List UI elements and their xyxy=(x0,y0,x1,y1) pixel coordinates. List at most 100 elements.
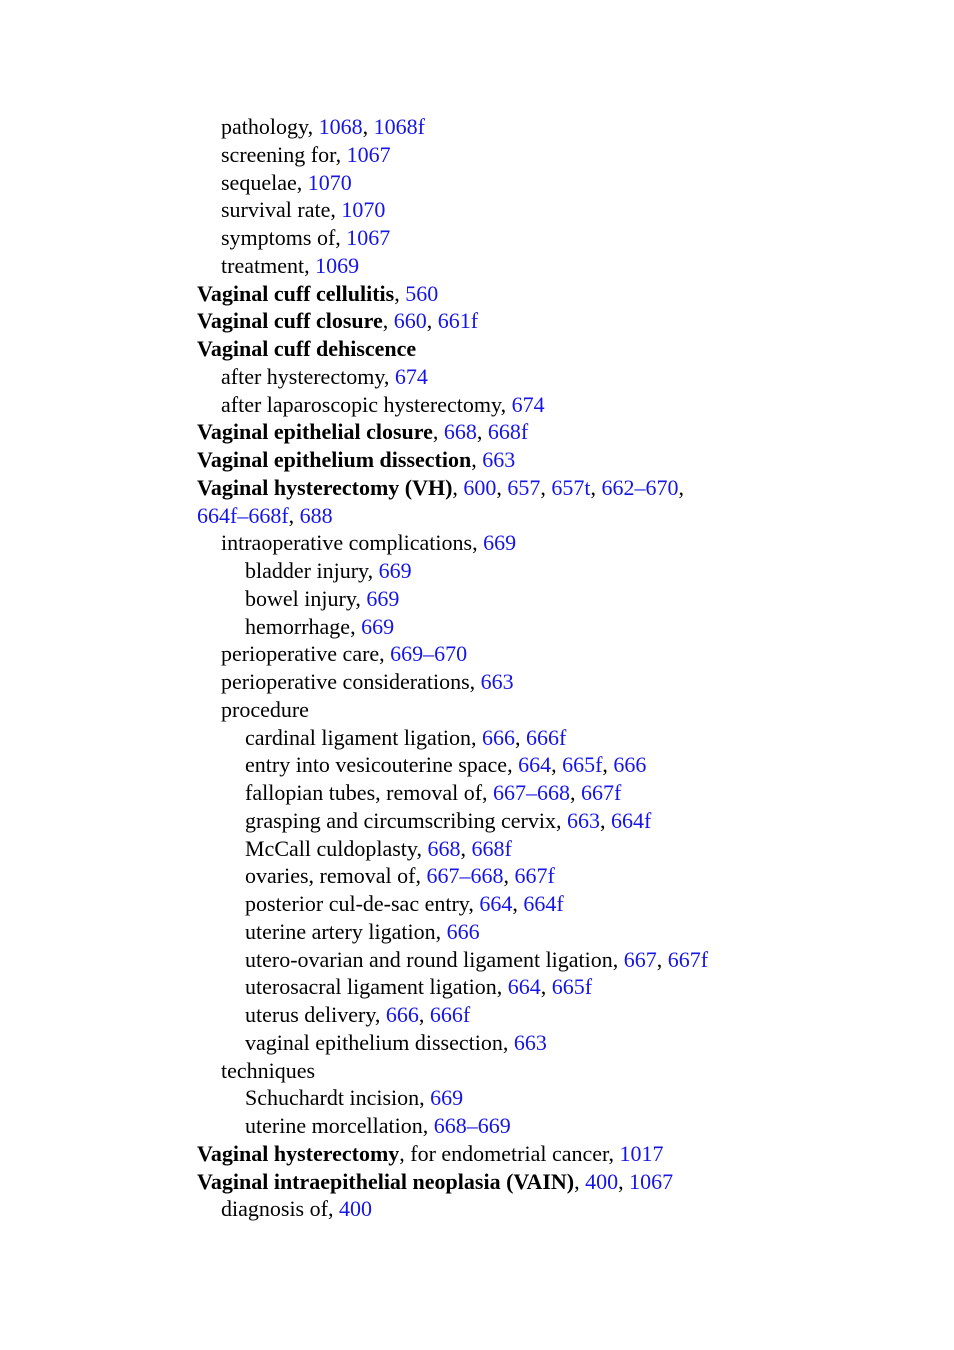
page-reference-link[interactable]: 688 xyxy=(299,502,333,528)
index-subterm: treatment xyxy=(221,252,305,278)
page-reference-link[interactable]: 669 xyxy=(483,530,517,556)
page-reference-link[interactable]: 666f xyxy=(526,724,567,750)
index-subterm: after hysterectomy xyxy=(221,363,384,389)
index-subterm: perioperative care xyxy=(221,641,380,667)
page-reference-link[interactable]: 668–669 xyxy=(433,1113,511,1138)
index-subterm: uterosacral ligament ligation xyxy=(245,974,497,1000)
index-subterm: ovaries, removal of xyxy=(245,863,416,889)
page-reference-link[interactable]: 560 xyxy=(405,280,439,306)
index-subterm: McCall culdoplasty xyxy=(245,835,417,861)
index-subentry: uterosacral ligament ligation, 664, 665f xyxy=(245,974,593,1000)
page-reference-link[interactable]: 674 xyxy=(511,391,545,417)
page-reference-link[interactable]: 666 xyxy=(385,1002,419,1027)
page-reference-link[interactable]: 666 xyxy=(482,724,516,750)
index-subterm: sequelae xyxy=(221,169,297,195)
page-reference-link[interactable]: 1067 xyxy=(346,141,391,167)
page-reference-link[interactable]: 667f xyxy=(667,946,709,972)
index-subentry: Schuchardt incision, 669 xyxy=(245,1085,464,1111)
page-reference-link[interactable]: 664f xyxy=(610,807,652,833)
page-reference-link[interactable]: 666 xyxy=(446,918,480,944)
page-reference-link[interactable]: 663 xyxy=(513,1029,547,1055)
index-subterm: grasping and circumscribing cervix xyxy=(245,807,556,833)
page-reference-link[interactable]: 666f xyxy=(429,1002,471,1027)
page-reference-link[interactable]: 1068f xyxy=(373,114,425,139)
index-subentry: ovaries, removal of, 667–668, 667f xyxy=(245,863,555,889)
page-reference-link[interactable]: 664f xyxy=(523,891,564,916)
index-subentry: diagnosis of, 400 xyxy=(221,1196,372,1222)
page-reference-link[interactable]: 400 xyxy=(585,1168,619,1194)
page-reference-link[interactable]: 669 xyxy=(366,585,400,611)
index-subterm: perioperative considerations xyxy=(221,669,470,694)
page-reference-link[interactable]: 667–668 xyxy=(426,863,504,889)
index-subentry: symptoms of, 1067 xyxy=(221,225,391,250)
page-reference-link[interactable]: 664 xyxy=(507,974,541,1000)
index-subterm: uterine morcellation xyxy=(245,1113,423,1138)
index-subentry: techniques xyxy=(0,1057,954,1085)
page-reference-link[interactable]: 1067 xyxy=(346,225,391,250)
index-main-entry: Vaginal cuff dehiscence xyxy=(0,335,954,363)
page-reference-link[interactable]: 1068 xyxy=(318,114,363,139)
index-main-entry: Vaginal intraepithelial neoplasia (VAIN)… xyxy=(197,1168,674,1194)
page-reference-link[interactable]: 667–668 xyxy=(493,780,571,805)
page-reference-link[interactable]: 1070 xyxy=(341,197,386,223)
index-subterm: screening for xyxy=(221,141,336,167)
index-term: Vaginal epithelium dissection xyxy=(197,447,472,472)
index-subentry: utero-ovarian and round ligament ligatio… xyxy=(245,946,709,972)
page-reference-link[interactable]: 1070 xyxy=(307,169,352,195)
page-reference-link[interactable]: 668 xyxy=(443,419,477,445)
page-reference-link[interactable]: 674 xyxy=(394,363,428,389)
index-subterm: pathology xyxy=(221,114,308,139)
page-reference-link[interactable]: 1069 xyxy=(315,252,360,278)
index-subentry: procedure xyxy=(0,696,954,724)
index-subentry: grasping and circumscribing cervix, 663,… xyxy=(245,807,652,833)
page-reference-link[interactable]: 668 xyxy=(427,835,461,861)
page-reference-link[interactable]: 400 xyxy=(338,1196,372,1222)
page-reference-link[interactable]: 663 xyxy=(566,807,600,833)
page-reference-link[interactable]: 669 xyxy=(378,558,412,583)
index-subterm: diagnosis of xyxy=(221,1196,328,1222)
page-reference-link[interactable]: 667 xyxy=(623,946,657,972)
page-reference-link[interactable]: 667f xyxy=(514,863,555,889)
index-subentry: bladder injury, 669 xyxy=(245,558,412,583)
page-reference-link[interactable]: 661f xyxy=(437,308,479,334)
index-subterm: bowel injury xyxy=(245,585,356,611)
page-reference-link[interactable]: 669–670 xyxy=(390,641,468,667)
page-reference-link[interactable]: 663 xyxy=(482,447,516,472)
page-reference-link[interactable]: 600 xyxy=(463,474,497,500)
page-reference-link[interactable]: 1067 xyxy=(629,1168,674,1194)
page-reference-link[interactable]: 664 xyxy=(479,891,513,916)
page-reference-link[interactable]: 669 xyxy=(361,613,395,639)
index-main-entry: Vaginal epithelial closure, 668, 668f xyxy=(197,419,529,445)
index-subterm: procedure xyxy=(221,696,309,722)
index-subentry: hemorrhage, 669 xyxy=(245,613,395,639)
page-reference-link[interactable]: 667f xyxy=(581,780,622,805)
index-term: Vaginal hysterectomy (VH) xyxy=(197,474,453,500)
page-reference-link[interactable]: 668f xyxy=(471,835,512,861)
page-reference-link[interactable]: 660 xyxy=(393,308,427,334)
index-subterm: uterus delivery xyxy=(245,1002,375,1027)
page-reference-link[interactable]: 657 xyxy=(507,474,541,500)
page-reference-link[interactable]: 657t xyxy=(551,474,591,500)
page-reference-link[interactable]: 665f xyxy=(562,752,603,778)
page-reference-link[interactable]: 662–670 xyxy=(601,474,679,500)
index-subterm: symptoms of xyxy=(221,225,336,250)
index-term: Vaginal intraepithelial neoplasia (VAIN) xyxy=(197,1168,575,1194)
page-reference-link[interactable]: 666 xyxy=(613,752,647,778)
index-subentry: intraoperative complications, 669 xyxy=(221,530,517,556)
page-reference-link[interactable]: 663 xyxy=(480,669,514,694)
index-subentry: screening for, 1067 xyxy=(221,141,391,167)
index-term: Vaginal cuff closure xyxy=(197,308,383,334)
page-reference-link[interactable]: 669 xyxy=(430,1085,464,1111)
page-reference-link[interactable]: 665f xyxy=(551,974,593,1000)
page-reference-link[interactable]: 664f–668f xyxy=(197,502,289,528)
index-term: Vaginal cuff cellulitis xyxy=(197,280,395,306)
page-reference-link[interactable]: 668f xyxy=(487,419,529,445)
index-subentry: bowel injury, 669 xyxy=(245,585,400,611)
page-reference-link[interactable]: 664 xyxy=(518,752,552,778)
index-subentry: entry into vesicouterine space, 664, 665… xyxy=(245,752,647,778)
index-subterm: uterine artery ligation xyxy=(245,918,436,944)
page-reference-link[interactable]: 1017 xyxy=(619,1140,664,1166)
index-main-entry: Vaginal hysterectomy, for endometrial ca… xyxy=(197,1140,664,1166)
